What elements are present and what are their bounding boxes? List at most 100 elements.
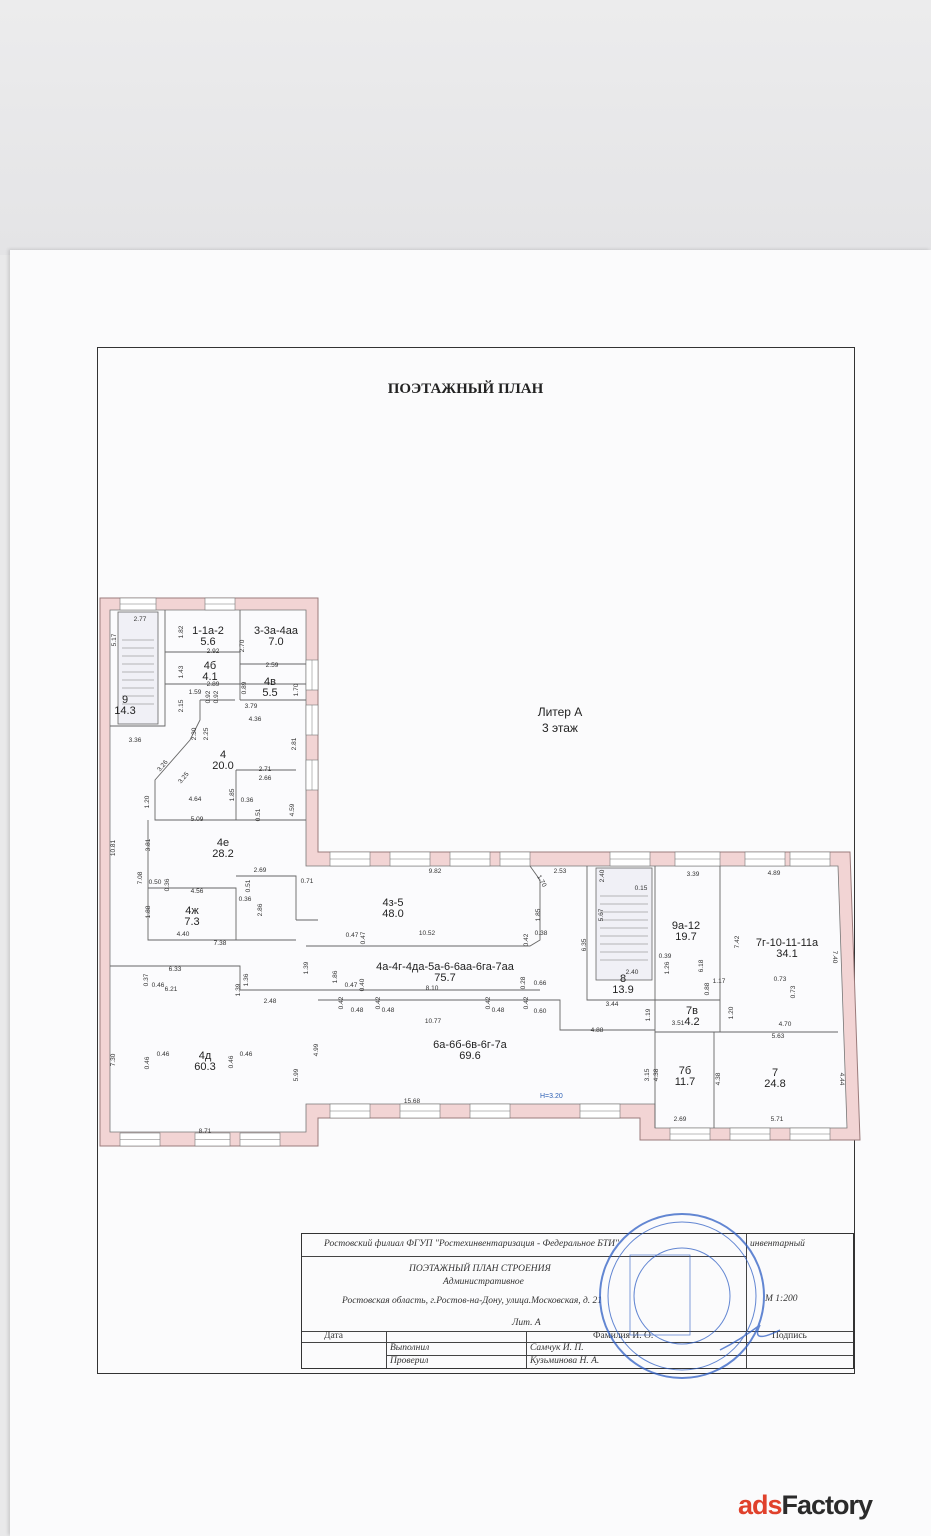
scanner-background — [0, 0, 931, 255]
dimension-label: 3.36 — [129, 737, 142, 744]
interior-wall — [110, 610, 166, 727]
room-area: 11.7 — [675, 1076, 696, 1088]
dimension-label: 1.20 — [144, 795, 151, 808]
dimension-label: 1.20 — [728, 1006, 735, 1019]
signature-header: Подпись — [772, 1331, 807, 1341]
dimension-label: 10.52 — [419, 930, 436, 937]
interior-wall — [154, 700, 306, 821]
dimension-label: 3.79 — [245, 703, 258, 710]
dimension-label: 4.59 — [289, 803, 296, 816]
dimension-label: 2.70 — [239, 639, 246, 652]
dimension-label: 1.88 — [145, 905, 152, 918]
room-number: 4з-5 — [383, 897, 404, 909]
name-executed: Самчук И. П. — [530, 1343, 584, 1353]
dimension-label: 5.09 — [191, 816, 204, 823]
name-header: Фамилия И. О. — [593, 1331, 654, 1341]
dimension-label: 4.56 — [191, 888, 204, 895]
dimension-label: 1.19 — [645, 1008, 652, 1021]
dimension-label: 3.15 — [644, 1068, 651, 1081]
dimension-label: 0.15 — [635, 885, 648, 892]
dimension-label: 3.51 — [672, 1020, 685, 1027]
interior-wall — [306, 865, 541, 947]
dimension-label: 0.92 — [205, 690, 212, 703]
liter-label: Литер А — [538, 705, 583, 719]
inventory-label: инвентарный — [750, 1239, 805, 1249]
dimension-label: 1.36 — [243, 973, 250, 986]
watermark-brand-b: Factory — [781, 1490, 874, 1520]
dimension-label: 7.42 — [734, 935, 741, 948]
dimension-label: 0.46 — [152, 982, 165, 989]
dimension-label: 0.46 — [157, 1051, 170, 1058]
watermark-brand-a: ads — [738, 1490, 783, 1520]
role-executed: Выполнил — [390, 1343, 430, 1353]
dimension-label: 0.47 — [360, 931, 367, 944]
dimension-label: 2.71 — [259, 766, 272, 773]
dimension-label: 2.40 — [626, 969, 639, 976]
room-number: 3-3а-4аа — [254, 625, 299, 637]
room-area: 69.6 — [459, 1050, 480, 1062]
room-area: 5.6 — [200, 636, 215, 648]
dimension-label: 0.39 — [659, 953, 672, 960]
dimension-label: 3.81 — [145, 838, 152, 851]
room-number: 4д — [199, 1050, 212, 1062]
room-area: 75.7 — [434, 972, 455, 984]
dimension-label: 8.10 — [426, 985, 439, 992]
room-area: 24.8 — [764, 1078, 785, 1090]
dimension-label: 2.89 — [207, 681, 220, 688]
dimension-label: 0.89 — [241, 681, 248, 694]
dimension-label: 0.48 — [382, 1007, 395, 1014]
interior-walls — [110, 610, 838, 1128]
dimension-label: 1.85 — [535, 908, 542, 921]
dimension-label: 1.59 — [189, 689, 202, 696]
room-number: 7б — [679, 1065, 691, 1077]
dimension-label: 0.46 — [144, 1056, 151, 1069]
dimension-label: 5.63 — [772, 1033, 785, 1040]
dimension-label: 0.42 — [375, 996, 382, 1009]
watermark-logo: adsFactory — [738, 1490, 874, 1521]
dimension-label: 9.82 — [429, 868, 442, 875]
dimension-label: 0.46 — [228, 1055, 235, 1068]
dimension-label: 2.48 — [264, 998, 277, 1005]
room-area: 34.1 — [776, 948, 797, 960]
windows — [119, 597, 831, 1147]
dimension-label: 1.85 — [229, 788, 236, 801]
dimension-label: 1.17 — [713, 978, 726, 985]
interior-wall — [147, 820, 296, 941]
dimension-label: 5.17 — [111, 633, 118, 646]
dimension-label: 0.48 — [351, 1007, 364, 1014]
dimension-label: 4.36 — [249, 716, 262, 723]
dimension-label: 5.67 — [598, 908, 605, 921]
dimension-label: 0.47 — [346, 932, 359, 939]
dimension-label: 1.86 — [332, 970, 339, 983]
dimension-label: 2.86 — [257, 903, 264, 916]
dimension-label: 0.40 — [359, 978, 366, 991]
room-number: 1-1а-2 — [192, 625, 224, 637]
dimension-label: 4.38 — [715, 1072, 722, 1085]
room-number: 7 — [772, 1067, 778, 1079]
room-area: 4.2 — [684, 1016, 699, 1028]
dimension-label: 3.39 — [687, 871, 700, 878]
dimension-label: 6.21 — [165, 986, 178, 993]
dimension-label: 2.69 — [254, 867, 267, 874]
dimension-label: 10.81 — [110, 839, 117, 856]
room-number: 4в — [264, 676, 276, 688]
room-number: 8 — [620, 973, 626, 985]
room-area: 28.2 — [212, 848, 233, 860]
dimension-label: 4.44 — [838, 1073, 845, 1086]
dimension-label: 2.92 — [207, 648, 220, 655]
dimension-label: 0.36 — [239, 896, 252, 903]
dimension-label: 2.69 — [674, 1116, 687, 1123]
room-area: 4.1 — [202, 671, 217, 683]
room-number: 4 — [220, 749, 226, 761]
interior-wall — [110, 965, 306, 991]
dimension-label: 4.88 — [591, 1027, 604, 1034]
lit-label: Лит. А — [512, 1318, 541, 1328]
floor-label: 3 этаж — [542, 721, 578, 735]
dimension-label: 1.82 — [178, 625, 185, 638]
dimension-label: 4.38 — [653, 1068, 660, 1081]
dimension-label: 2.15 — [178, 699, 185, 712]
dimension-label: 1.43 — [178, 665, 185, 678]
dimension-label: 2.81 — [291, 737, 298, 750]
dimension-label: 4.70 — [779, 1021, 792, 1028]
room-number: 4а-4г-4да-5а-6-6аа-6га-7аа — [376, 961, 515, 973]
